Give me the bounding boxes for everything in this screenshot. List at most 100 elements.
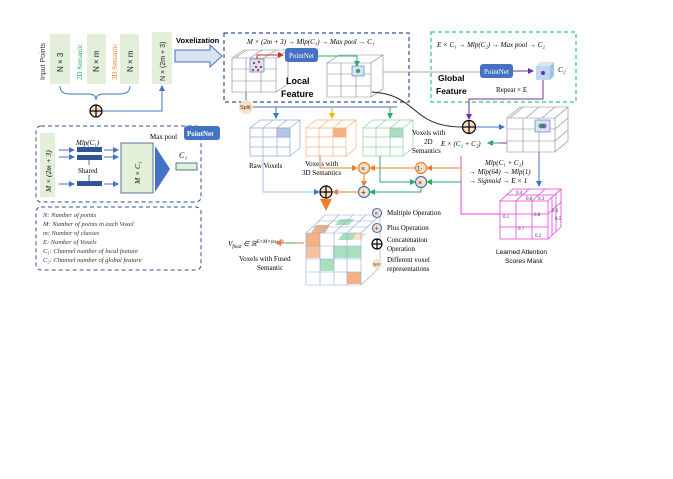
attention-mask-cube xyxy=(499,188,563,240)
score-4: 0.8 xyxy=(534,213,541,218)
pointnet-to-feature-arrow xyxy=(318,55,360,67)
mult2d-to-plus-arrow xyxy=(369,188,422,195)
input-brace xyxy=(59,85,131,101)
score-3: 0.1 xyxy=(503,215,510,220)
mult-op-2d-symbol: × xyxy=(418,180,422,187)
mlp-bar-3 xyxy=(77,181,102,186)
c1-block xyxy=(175,162,198,171)
global-title-line1: Global xyxy=(438,73,464,83)
local-feature-cube xyxy=(326,54,384,98)
pointnet-detail-box xyxy=(35,125,202,203)
sem3d-voxels-line2: 3D Semantics xyxy=(302,169,341,177)
pointnet-badge xyxy=(184,126,220,140)
shared-label: Shared xyxy=(78,167,98,175)
maxpool-triangle xyxy=(155,146,170,192)
svg-text:×: × xyxy=(375,212,379,218)
sem2d-voxels-line2: 2D xyxy=(424,138,433,146)
ec1c2-label: E × (C₁ + C₂) xyxy=(440,140,481,148)
score-7: 0.6 xyxy=(552,209,559,214)
sem2d-label: 2D Semantic xyxy=(76,44,84,80)
one-minus-label: 1- xyxy=(417,167,422,173)
fused-formula: Vfinal ∈ ℝE×M×(m+3) xyxy=(228,240,284,250)
local-feature-point xyxy=(355,68,361,74)
c2-label: C₂ xyxy=(558,65,566,74)
fused-caption-line2: Semantic xyxy=(257,264,283,272)
global-pointnet-block xyxy=(480,64,513,78)
attention-scores: 0.4 0.8 0.3 0.1 0.8 0.7 0.2 0.6 0.5 xyxy=(503,191,562,239)
shared-mlp-arrows xyxy=(59,147,119,187)
mlp-bar-1 xyxy=(77,147,102,152)
local-to-concat-curve xyxy=(371,91,466,128)
local-pointnet-label: PointNet xyxy=(289,52,314,60)
concat-block xyxy=(152,32,172,84)
sem3d-to-mult-line xyxy=(319,156,358,171)
notation-0: N: Number of points xyxy=(42,212,97,219)
mlp-label: Mlp(C₁) xyxy=(75,139,100,147)
mask-caption-line2: Scores Mask xyxy=(505,258,543,265)
legend: × Multiple Operation + Plus Operation Co… xyxy=(371,207,441,273)
legend-concat-label2: Operation xyxy=(387,245,415,253)
fused-voxels-cube xyxy=(305,214,381,286)
global-feature-box xyxy=(430,31,577,103)
input-block-3d-label: N × m xyxy=(126,50,135,72)
input-block-2d-label: N × m xyxy=(92,50,101,72)
legend-split-label2: representations xyxy=(387,265,430,273)
score-1: 0.8 xyxy=(526,197,533,202)
pointnet-badge-label: PointNet xyxy=(187,130,214,138)
attention-line2: → Mlp(64) → Mlp(1) xyxy=(469,168,531,176)
local-title-line1: Local xyxy=(286,76,310,86)
local-title-line2: Feature xyxy=(281,89,314,99)
attention-line1: Mlp(C₁ + C₂) xyxy=(484,159,524,167)
legend-split-symbol: Split xyxy=(373,263,380,267)
voxelization-label: Voxelization xyxy=(176,36,220,45)
sem2d-to-mult-line xyxy=(379,156,416,185)
mask-caption-line1: Learned Attention xyxy=(496,249,547,256)
local-pointnet-block xyxy=(285,48,318,62)
pointnet-input-block xyxy=(40,133,55,197)
legend-split-label1: Different voxel xyxy=(387,256,430,264)
local-formula: M × (2m + 3) → Mlp(C₁) → Max pool → C₁ xyxy=(246,38,374,46)
score-5: 0.7 xyxy=(518,227,525,232)
voxel-to-pointnet-arrow xyxy=(256,52,284,59)
split-label: Split xyxy=(240,105,251,111)
attention-line3: → Sigmoid → E × 1 xyxy=(469,177,527,185)
sem3d-label: 3D Semantic xyxy=(111,44,119,80)
legend-multiply-label: Multiple Operation xyxy=(387,209,441,217)
concat-to-block-arrow xyxy=(102,85,165,112)
raw-voxels-label: Raw Voxels xyxy=(249,162,283,170)
fused-caption-line1: Voxels with Fused xyxy=(239,255,291,263)
c1-label: C₁ xyxy=(179,151,187,160)
sem2d-voxels-cube xyxy=(362,119,414,157)
sem2d-voxels-line1: Voxels with xyxy=(412,129,446,137)
concat-block-label: N × (2m + 3) xyxy=(160,42,167,81)
notation-box xyxy=(35,206,202,271)
points-in-voxel xyxy=(252,61,262,71)
fused-point-purple xyxy=(541,123,547,129)
combined-feature-cube xyxy=(506,106,569,153)
input-block-xyz-label: N × 3 xyxy=(56,52,65,72)
input-points-group: Input Points N × 3 2D Semantic N × m 3D … xyxy=(40,32,172,118)
mask-to-one-minus-arrow xyxy=(426,165,462,178)
maxpool-label: Max pool xyxy=(150,133,177,141)
sem3d-voxels-line1: Voxels with xyxy=(305,160,339,168)
notation-4: C₁: Channel number of local feature xyxy=(43,248,138,255)
score-6: 0.2 xyxy=(535,234,542,239)
global-pointnet-label: PointNet xyxy=(484,68,509,76)
raw-to-concat-line xyxy=(262,156,320,195)
local-feature-box xyxy=(223,32,410,103)
global-formula: E × C₁ → Mlp(C₂) → Max pool → C₂ xyxy=(436,41,545,49)
mlp-bar-2 xyxy=(77,155,102,160)
input-voxel-cube xyxy=(231,49,289,93)
score-8: 0.5 xyxy=(555,217,562,222)
svg-text:+: + xyxy=(375,226,379,233)
sem2d-voxels-line3: Semantics xyxy=(412,147,441,155)
c2-cube xyxy=(536,62,554,80)
plus-op-symbol: + xyxy=(361,188,366,197)
input-points-label: Input Points xyxy=(40,43,47,80)
voxelization-arrow xyxy=(174,43,223,69)
notation-3: E: Number of Voxels xyxy=(42,239,97,246)
notation-list: N: Number of points M: Number of points … xyxy=(42,212,142,264)
legend-plus-icon xyxy=(371,222,383,234)
repeat-label: Repeat × E xyxy=(496,86,527,94)
